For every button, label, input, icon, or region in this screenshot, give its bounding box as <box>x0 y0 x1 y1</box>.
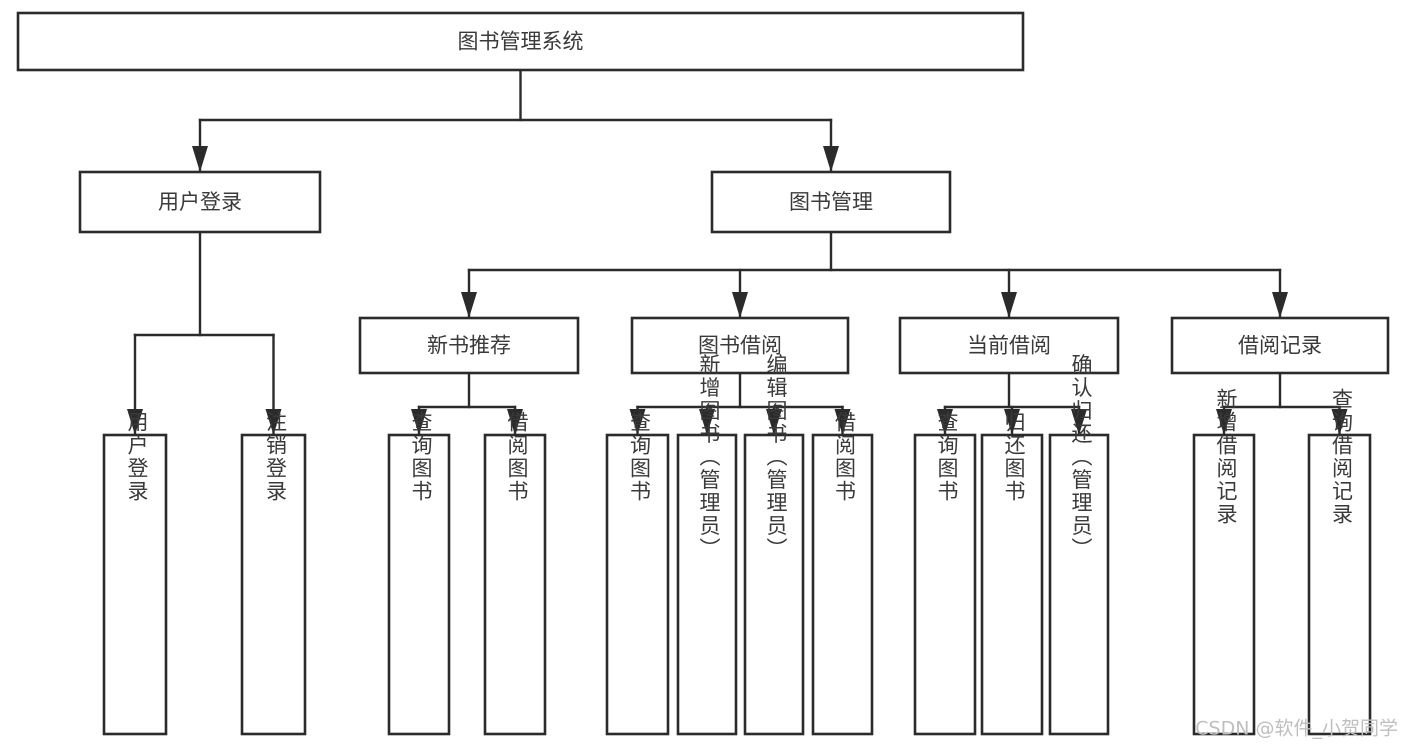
node-leaf-12[interactable]: 新增借阅记录 <box>1192 388 1256 736</box>
node-level2-2[interactable]: 图书借阅 <box>630 316 850 375</box>
node-level2-label: 当前借阅 <box>967 334 1051 358</box>
node-leaf-label: 查询图书 <box>628 411 652 503</box>
node-leaf-1[interactable]: 用户登录 <box>102 411 168 736</box>
node-leaf-11[interactable]: 确认归还（管理员） <box>1048 354 1110 736</box>
node-root-label: 图书管理系统 <box>458 30 584 54</box>
node-leaf-6[interactable]: 新增图书（管理员） <box>676 354 738 736</box>
node-level1-box[interactable] <box>710 170 952 234</box>
leaf-nodes: 用户登录 注销登录 查询图书 借阅图书 查询图书 新增图书（管理员） 编辑图书（管理员） 借阅… <box>102 354 1372 736</box>
arrow-head-icon <box>192 146 208 172</box>
node-leaf-2[interactable]: 注销登录 <box>240 411 307 736</box>
node-level2-box[interactable] <box>898 316 1120 375</box>
node-level2-label: 图书借阅 <box>698 334 782 358</box>
node-leaf-label: 查询图书 <box>409 411 433 503</box>
arrow-head-icon <box>1331 409 1348 435</box>
node-leaf-box[interactable] <box>811 433 874 736</box>
node-level2-label: 新书推荐 <box>427 334 511 358</box>
node-leaf-box[interactable] <box>1307 433 1372 736</box>
node-leaf-box[interactable] <box>1192 433 1256 736</box>
node-leaf-7[interactable]: 编辑图书（管理员） <box>743 354 805 736</box>
node-leaf-box[interactable] <box>483 433 547 736</box>
arrow-head-icon <box>461 292 477 318</box>
arrow-head-icon <box>629 409 646 435</box>
node-leaf-label: 新增借阅记录 <box>1214 388 1238 526</box>
node-leaf-label: 确认归还（管理员） <box>1069 354 1093 561</box>
node-level1-1[interactable]: 用户登录 <box>78 170 322 234</box>
arrow-head-icon <box>766 409 782 435</box>
level1-nodes: 用户登录 图书管理 <box>78 170 952 234</box>
arrow-head-icon <box>834 409 851 435</box>
node-level2-box[interactable] <box>358 316 580 375</box>
node-level1-label: 图书管理 <box>789 190 873 214</box>
node-leaf-label: 归还图书 <box>1002 411 1026 503</box>
arrow-head-icon <box>1216 409 1232 435</box>
arrow-head-icon <box>699 409 715 435</box>
arrow-head-icon <box>127 409 143 435</box>
node-leaf-box[interactable] <box>605 433 670 736</box>
node-leaf-label: 查询图书 <box>935 411 959 503</box>
node-leaf-label: 借阅图书 <box>505 411 529 503</box>
arrow-head-icon <box>1001 292 1017 318</box>
arrow-head-icon <box>507 409 523 435</box>
node-level1-2[interactable]: 图书管理 <box>710 170 952 234</box>
node-root-box[interactable] <box>16 11 1025 72</box>
node-leaf-label: 注销登录 <box>264 411 288 503</box>
node-leaf-13[interactable]: 查询借阅记录 <box>1307 388 1372 736</box>
arrow-head-icon <box>1004 409 1020 435</box>
node-leaf-label: 借阅图书 <box>833 411 857 503</box>
node-leaf-box[interactable] <box>102 433 168 736</box>
arrow-head-icon <box>1071 409 1087 435</box>
node-leaf-box[interactable] <box>980 433 1044 736</box>
node-leaf-box[interactable] <box>1048 433 1110 736</box>
node-level2-1[interactable]: 新书推荐 <box>358 316 580 375</box>
arrow-head-icon <box>265 409 282 435</box>
node-leaf-3[interactable]: 查询图书 <box>387 411 451 736</box>
node-leaf-box[interactable] <box>913 433 977 736</box>
watermark: CSDN @软件_小贺同学 <box>1195 718 1398 740</box>
node-leaf-5[interactable]: 查询图书 <box>605 411 670 736</box>
node-leaf-label: 查询借阅记录 <box>1330 388 1354 526</box>
node-leaf-box[interactable] <box>387 433 451 736</box>
arrow-head-icon <box>823 146 839 172</box>
node-level1-label: 用户登录 <box>158 190 242 214</box>
node-root[interactable]: 图书管理系统 <box>16 11 1025 72</box>
node-leaf-4[interactable]: 借阅图书 <box>483 411 547 736</box>
node-level2-3[interactable]: 当前借阅 <box>898 316 1120 375</box>
arrow-head-icon <box>937 409 953 435</box>
node-level2-label: 借阅记录 <box>1238 334 1322 358</box>
node-leaf-9[interactable]: 查询图书 <box>913 411 977 736</box>
node-level1-box[interactable] <box>78 170 322 234</box>
node-leaf-10[interactable]: 归还图书 <box>980 411 1044 736</box>
node-leaf-box[interactable] <box>743 433 805 736</box>
arrow-head-icon <box>732 292 748 318</box>
level2-nodes: 新书推荐 图书借阅 当前借阅 借阅记录 <box>358 316 1390 375</box>
node-level2-box[interactable] <box>1170 316 1390 375</box>
node-leaf-label: 用户登录 <box>125 411 149 503</box>
arrow-head-icon <box>1272 292 1288 318</box>
node-level2-box[interactable] <box>630 316 850 375</box>
node-leaf-label: 新增图书（管理员） <box>697 354 721 561</box>
arrow-head-icon <box>411 409 427 435</box>
node-leaf-label: 编辑图书（管理员） <box>764 354 788 561</box>
connector-lines <box>127 68 1348 437</box>
node-leaf-box[interactable] <box>676 433 738 736</box>
node-leaf-8[interactable]: 借阅图书 <box>811 411 874 736</box>
node-leaf-box[interactable] <box>240 433 307 736</box>
node-level2-4[interactable]: 借阅记录 <box>1170 316 1390 375</box>
